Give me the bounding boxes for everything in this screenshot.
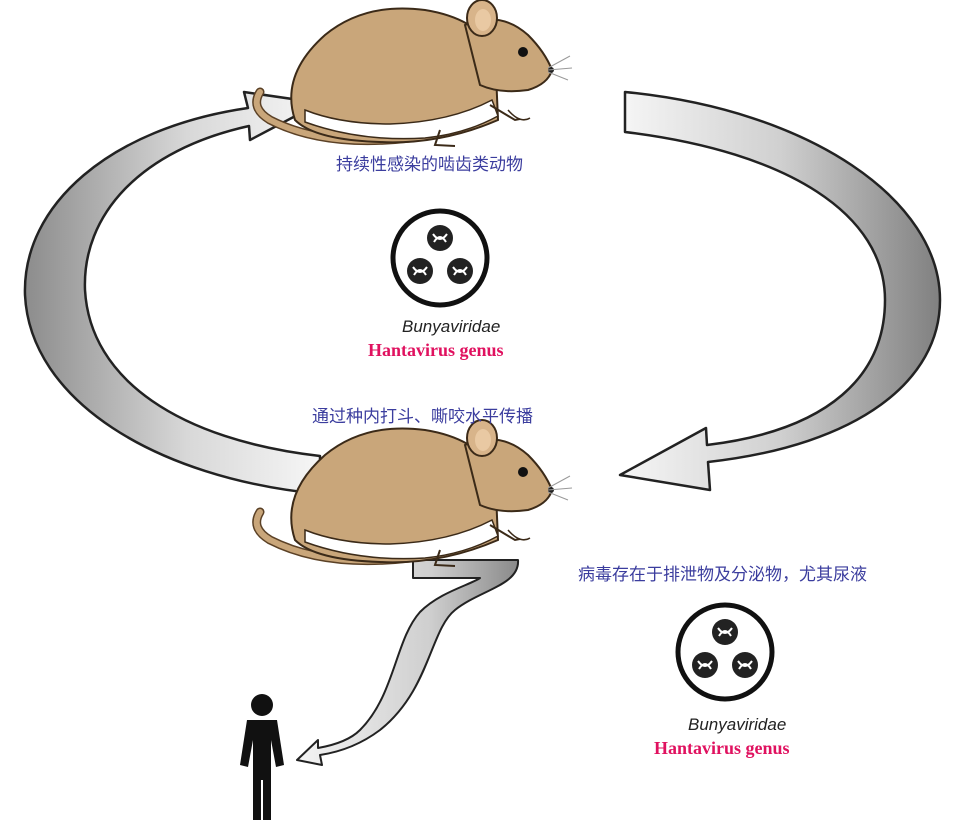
transmission-ribbon-arrow (297, 560, 518, 765)
virus-genus-label: Hantavirus genus (654, 738, 790, 759)
rodent-icon (257, 420, 572, 566)
cycle-arrow-right (620, 92, 940, 490)
virus-family-label: Bunyaviridae (402, 317, 500, 337)
label-virus-in-excreta: 病毒存在于排泄物及分泌物，尤其尿液 (578, 560, 867, 585)
virus-family-label: Bunyaviridae (688, 715, 786, 735)
cycle-arrow-left (25, 92, 320, 494)
rodent-icon (257, 0, 572, 146)
virus-genus-label: Hantavirus genus (368, 340, 504, 361)
virus-particle-icon (393, 211, 487, 305)
human-figure-icon (240, 694, 284, 820)
label-persistently-infected-rodent: 持续性感染的啮齿类动物 (336, 150, 523, 175)
virus-particle-icon (678, 605, 772, 699)
label-horizontal-transmission: 通过种内打斗、嘶咬水平传播 (312, 402, 533, 427)
